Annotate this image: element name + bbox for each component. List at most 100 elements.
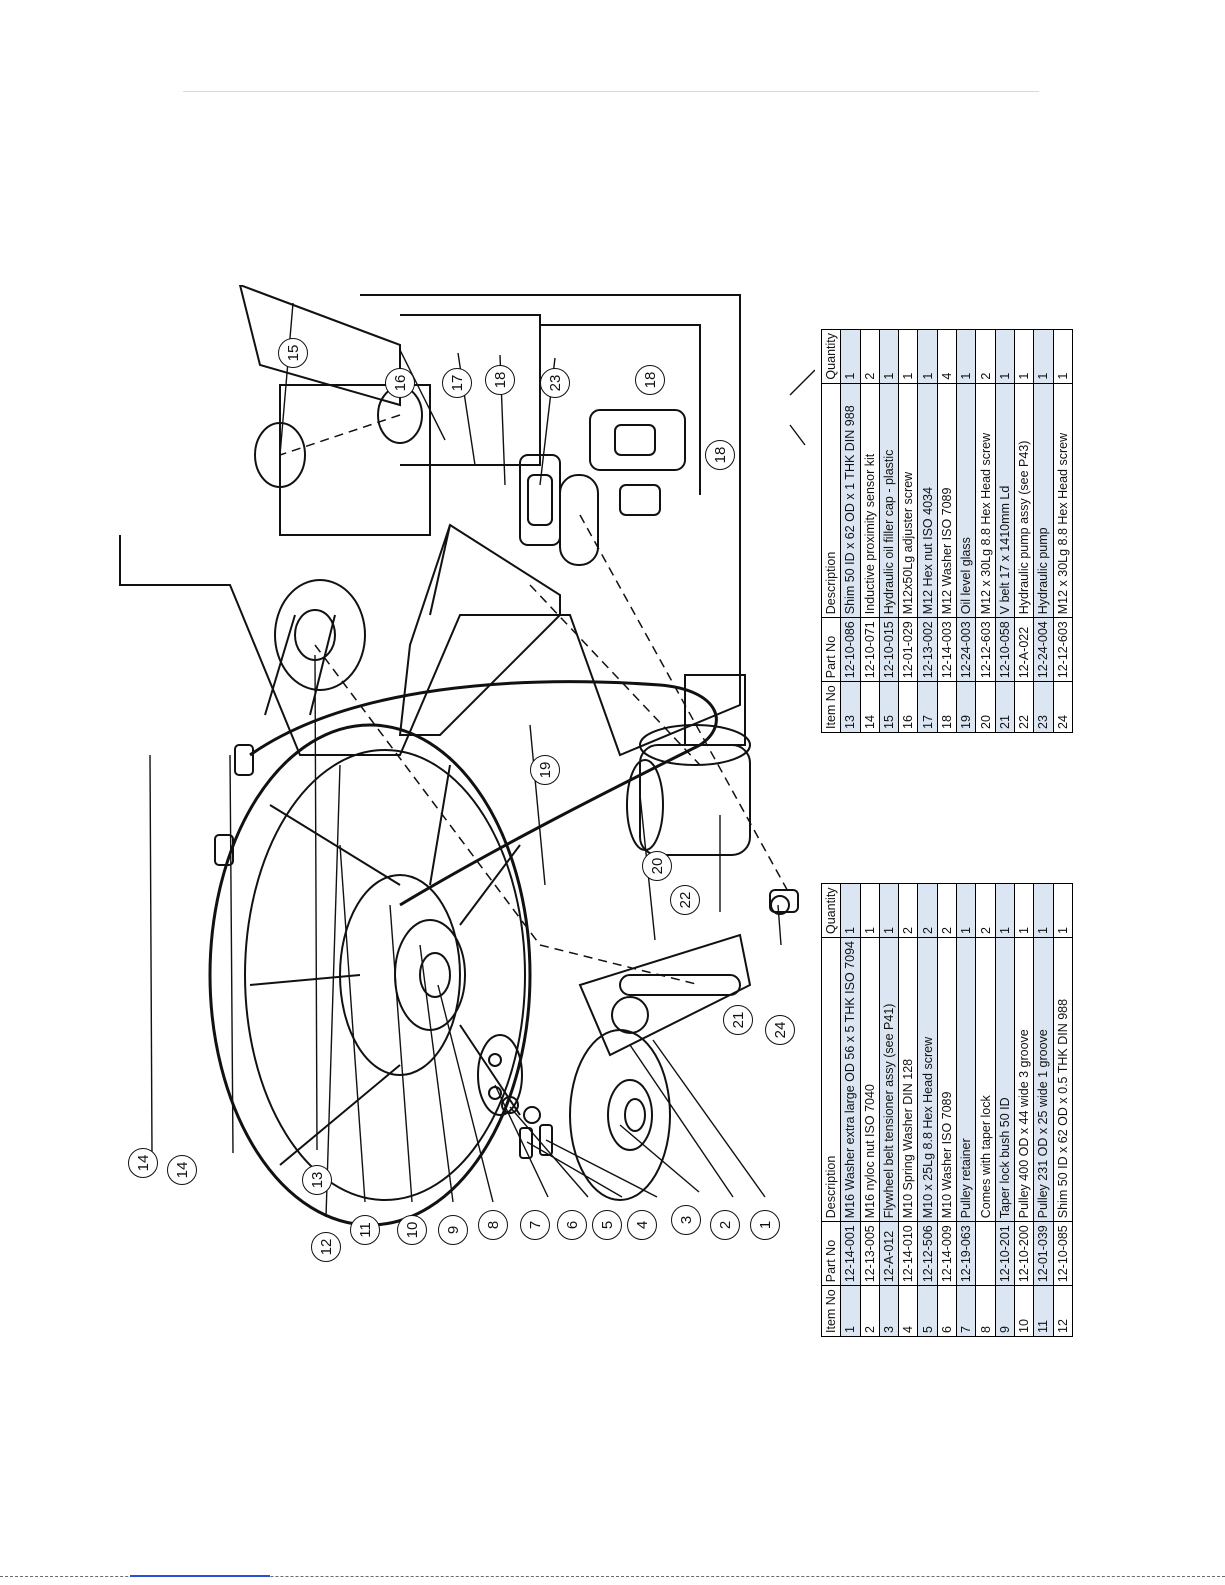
item-no-cell: 2 bbox=[860, 1285, 880, 1337]
item-no-cell: 13 bbox=[840, 681, 861, 733]
footer-rule bbox=[0, 1576, 1225, 1577]
description-cell: M16 nyloc nut ISO 7040 bbox=[860, 937, 880, 1222]
callout-bubble: 2 bbox=[710, 1210, 740, 1240]
part-no-cell: 12-12-506 bbox=[917, 1221, 938, 1286]
header-rule bbox=[183, 91, 1039, 92]
item-no-cell: 11 bbox=[1033, 1285, 1054, 1337]
part-no-cell: 12-10-071 bbox=[860, 617, 880, 682]
quantity-cell: 1 bbox=[879, 329, 899, 384]
callout-bubble: 14 bbox=[128, 1148, 158, 1178]
item-no-cell: 23 bbox=[1033, 681, 1054, 733]
header-quantity: Quantity bbox=[821, 883, 841, 938]
part-no-cell: 12-10-015 bbox=[879, 617, 899, 682]
quantity-cell: 2 bbox=[898, 883, 918, 938]
callout-bubble: 9 bbox=[438, 1215, 468, 1245]
callout-bubble: 10 bbox=[397, 1215, 427, 1245]
description-cell: M10 Spring Washer DIN 128 bbox=[898, 937, 918, 1222]
header-quantity: Quantity bbox=[821, 329, 841, 384]
quantity-cell: 1 bbox=[879, 883, 899, 938]
part-no-cell: 12-10-086 bbox=[840, 617, 861, 682]
quantity-cell: 1 bbox=[1014, 329, 1034, 384]
part-no-cell: 12-13-005 bbox=[860, 1221, 880, 1286]
quantity-cell: 2 bbox=[917, 883, 938, 938]
callout-bubble: 18 bbox=[485, 365, 515, 395]
description-cell: Pulley retainer bbox=[956, 937, 976, 1222]
quantity-cell: 1 bbox=[840, 883, 861, 938]
part-no-cell: 12-10-058 bbox=[995, 617, 1015, 682]
quantity-cell: 2 bbox=[860, 329, 880, 384]
description-cell: M12x50Lg adjuster screw bbox=[898, 383, 918, 618]
item-no-cell: 1 bbox=[840, 1285, 861, 1337]
quantity-cell: 1 bbox=[956, 883, 976, 938]
callout-bubble: 20 bbox=[642, 851, 672, 881]
quantity-cell: 1 bbox=[995, 329, 1015, 384]
part-no-cell: 12-12-603 bbox=[1053, 617, 1073, 682]
description-cell: M12 Hex nut ISO 4034 bbox=[917, 383, 938, 618]
part-no-cell: 12-19-063 bbox=[956, 1221, 976, 1286]
footer-link-underline[interactable] bbox=[130, 1575, 270, 1577]
callout-bubble: 23 bbox=[540, 368, 570, 398]
quantity-cell: 2 bbox=[975, 329, 996, 384]
part-no-cell: 12-A-012 bbox=[879, 1221, 899, 1286]
description-cell: M12 Washer ISO 7089 bbox=[937, 383, 957, 618]
header-description: Description bbox=[821, 937, 841, 1222]
description-cell: Flywheel belt tensioner assy (see P41) bbox=[879, 937, 899, 1222]
callout-bubble: 16 bbox=[385, 368, 415, 398]
callout-bubble: 5 bbox=[592, 1210, 622, 1240]
part-no-cell: 12-01-029 bbox=[898, 617, 918, 682]
quantity-cell: 2 bbox=[975, 883, 996, 938]
exploded-assembly-drawing bbox=[119, 285, 815, 1227]
quantity-cell: 1 bbox=[1014, 883, 1034, 938]
quantity-cell: 4 bbox=[937, 329, 957, 384]
item-no-cell: 15 bbox=[879, 681, 899, 733]
callout-bubble: 3 bbox=[671, 1205, 701, 1235]
callout-bubble: 15 bbox=[278, 338, 308, 368]
quantity-cell: 1 bbox=[1053, 329, 1073, 384]
description-cell: Shim 50 ID x 62 OD x 1 THK DIN 988 bbox=[840, 383, 861, 618]
callout-bubble: 6 bbox=[557, 1210, 587, 1240]
callout-bubble: 4 bbox=[627, 1210, 657, 1240]
item-no-cell: 17 bbox=[917, 681, 938, 733]
part-no-cell: 12-14-010 bbox=[898, 1221, 918, 1286]
part-no-cell: 12-01-039 bbox=[1033, 1221, 1054, 1286]
item-no-cell: 3 bbox=[879, 1285, 899, 1337]
item-no-cell: 22 bbox=[1014, 681, 1034, 733]
part-no-cell: 12-A-022 bbox=[1014, 617, 1034, 682]
item-no-cell: 7 bbox=[956, 1285, 976, 1337]
item-no-cell: 19 bbox=[956, 681, 976, 733]
part-no-cell bbox=[975, 1221, 996, 1286]
item-no-cell: 14 bbox=[860, 681, 880, 733]
description-cell: V belt 17 x 1410mm Ld bbox=[995, 383, 1015, 618]
item-no-cell: 10 bbox=[1014, 1285, 1034, 1337]
part-no-cell: 12-10-085 bbox=[1053, 1221, 1073, 1286]
description-cell: Pulley 231 OD x 25 wide 1 groove bbox=[1033, 937, 1054, 1222]
quantity-cell: 1 bbox=[995, 883, 1015, 938]
quantity-cell: 2 bbox=[937, 883, 957, 938]
description-cell: M12 x 30Lg 8.8 Hex Head screw bbox=[1053, 383, 1073, 618]
quantity-cell: 1 bbox=[860, 883, 880, 938]
description-cell: Inductive proximity sensor kit bbox=[860, 383, 880, 618]
part-no-cell: 12-10-201 bbox=[995, 1221, 1015, 1286]
part-no-cell: 12-24-003 bbox=[956, 617, 976, 682]
quantity-cell: 1 bbox=[956, 329, 976, 384]
part-no-cell: 12-14-003 bbox=[937, 617, 957, 682]
callout-bubble: 24 bbox=[765, 1015, 795, 1045]
quantity-cell: 1 bbox=[917, 329, 938, 384]
callout-bubble: 13 bbox=[302, 1165, 332, 1195]
item-no-cell: 5 bbox=[917, 1285, 938, 1337]
part-no-cell: 12-14-009 bbox=[937, 1221, 957, 1286]
callout-bubble: 17 bbox=[442, 368, 472, 398]
callout-bubble: 8 bbox=[478, 1210, 508, 1240]
